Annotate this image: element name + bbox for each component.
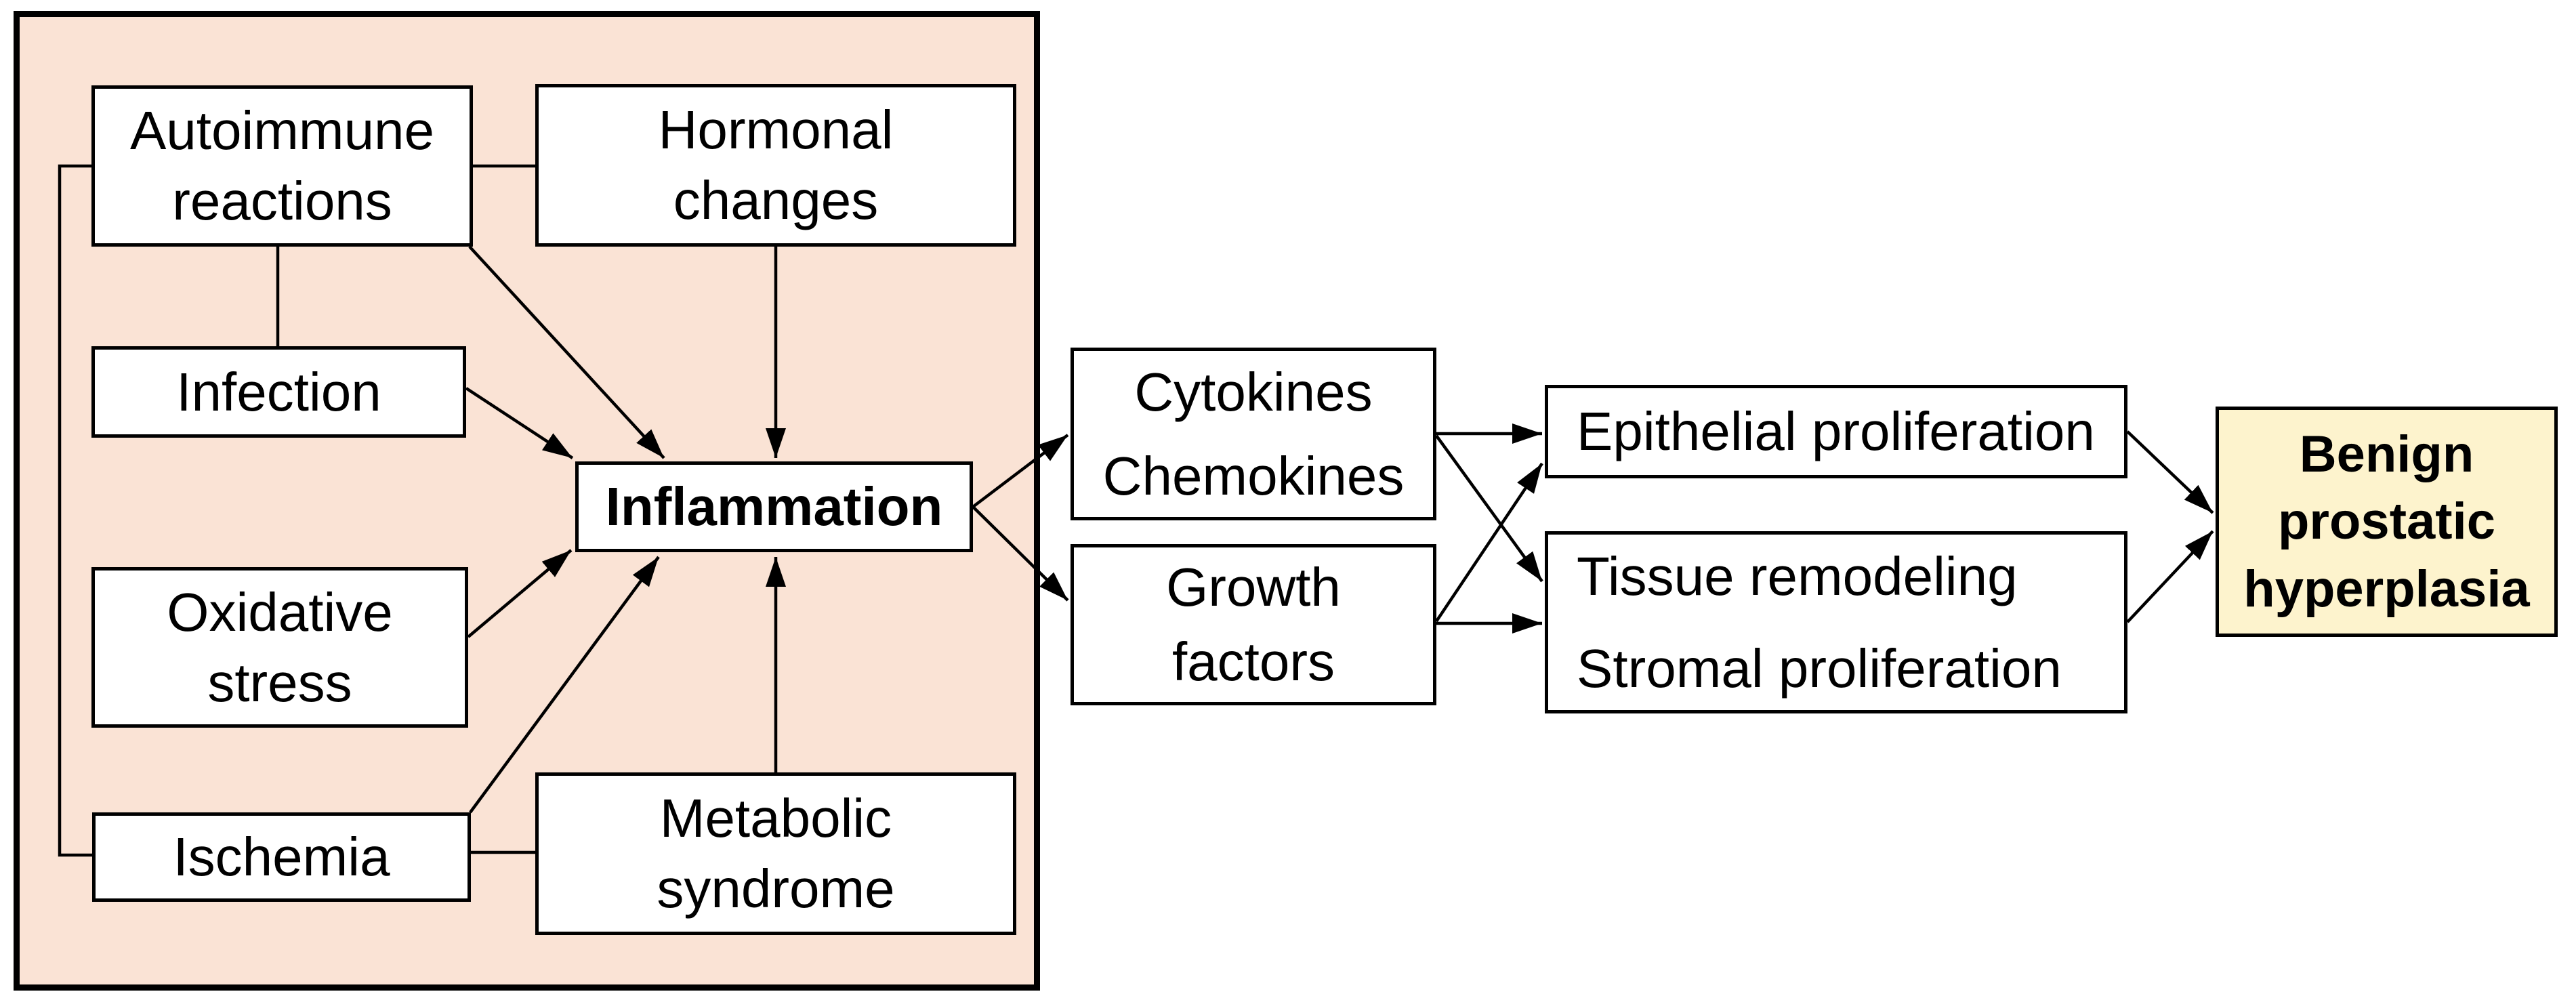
arrow-epithelial-to-bph xyxy=(2126,430,2214,514)
node-epithelial-proliferation: Epithelial proliferation xyxy=(1545,385,2127,478)
node-metabolic-syndrome: Metabolic syndrome xyxy=(535,772,1016,935)
arrow-oxidative-to-inflammation xyxy=(467,549,573,638)
node-inflammation: Inflammation xyxy=(575,461,973,552)
arrow-tissue-to-bph xyxy=(2126,530,2214,623)
node-hormonal-changes: Hormonal changes xyxy=(535,84,1016,247)
arrow-inflammation-to-cytokines xyxy=(972,434,1069,508)
arrow-inflammation-to-growth xyxy=(972,505,1069,602)
node-benign-prostatic-hyperplasia: Benign prostatic hyperplasia xyxy=(2216,407,2558,637)
node-tissue-remodeling-stromal-proliferation: Tissue remodeling Stromal proliferation xyxy=(1545,531,2127,713)
arrow-autoimmune-to-inflammation xyxy=(468,245,665,459)
node-oxidative-stress: Oxidative stress xyxy=(91,567,468,728)
arrow-ischemia-to-inflammation xyxy=(469,556,660,814)
connector-autoimmune-ischemia xyxy=(58,164,92,857)
node-cytokines-chemokines: Cytokines Chemokines xyxy=(1071,348,1436,520)
node-ischemia: Ischemia xyxy=(92,812,471,902)
arrow-cytokines-to-tissue xyxy=(1435,434,1543,583)
node-infection: Infection xyxy=(91,346,466,438)
node-growth-factors: Growth factors xyxy=(1071,544,1436,705)
node-autoimmune-reactions: Autoimmune reactions xyxy=(91,85,473,247)
arrow-growth-to-epithelial xyxy=(1435,462,1543,623)
arrow-infection-to-inflammation xyxy=(465,387,574,459)
